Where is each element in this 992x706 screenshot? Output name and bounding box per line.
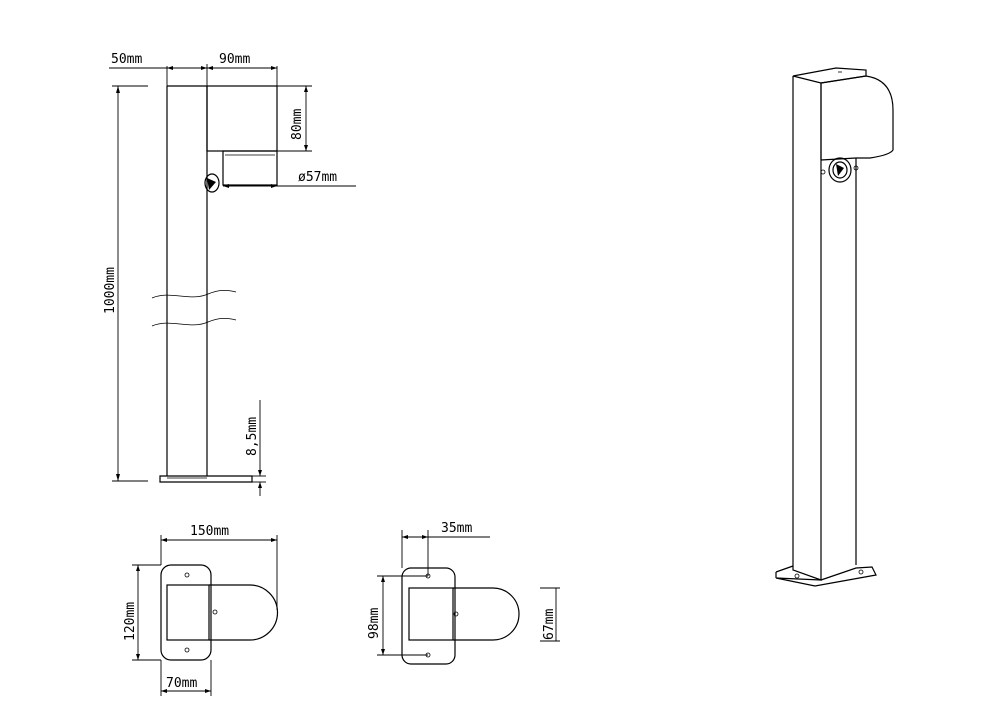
dim-top-length: 150mm: [190, 524, 229, 539]
top-view-small: 35mm 98mm 67mm: [367, 521, 560, 665]
top-view-large: 150mm 120mm 70mm: [123, 524, 279, 696]
base-plate: [159, 475, 253, 483]
dim-base-thickness: 8,5mm: [245, 417, 260, 456]
dim-total-height: 1000mm: [103, 267, 118, 314]
dim-head-depth: 90mm: [219, 52, 250, 67]
dim-small-width: 98mm: [367, 608, 382, 639]
lens-outline: [222, 150, 278, 186]
lamp-head-outline: [206, 85, 278, 152]
dim-post-width: 50mm: [111, 52, 142, 67]
dim-small-offset: 35mm: [441, 521, 472, 536]
dim-lens-diameter: ø57mm: [298, 170, 337, 185]
bollard-3d-view: [775, 67, 894, 587]
dim-top-post-width: 70mm: [166, 676, 197, 691]
sensor-3d-icon: [820, 157, 859, 183]
sensor-icon: [204, 173, 220, 193]
side-view: 50mm 90mm 80mm ø57mm 1000mm: [103, 52, 356, 496]
dim-head-height: 80mm: [290, 109, 305, 140]
dim-top-width: 120mm: [123, 602, 138, 641]
dim-small-depth: 67mm: [542, 609, 557, 640]
